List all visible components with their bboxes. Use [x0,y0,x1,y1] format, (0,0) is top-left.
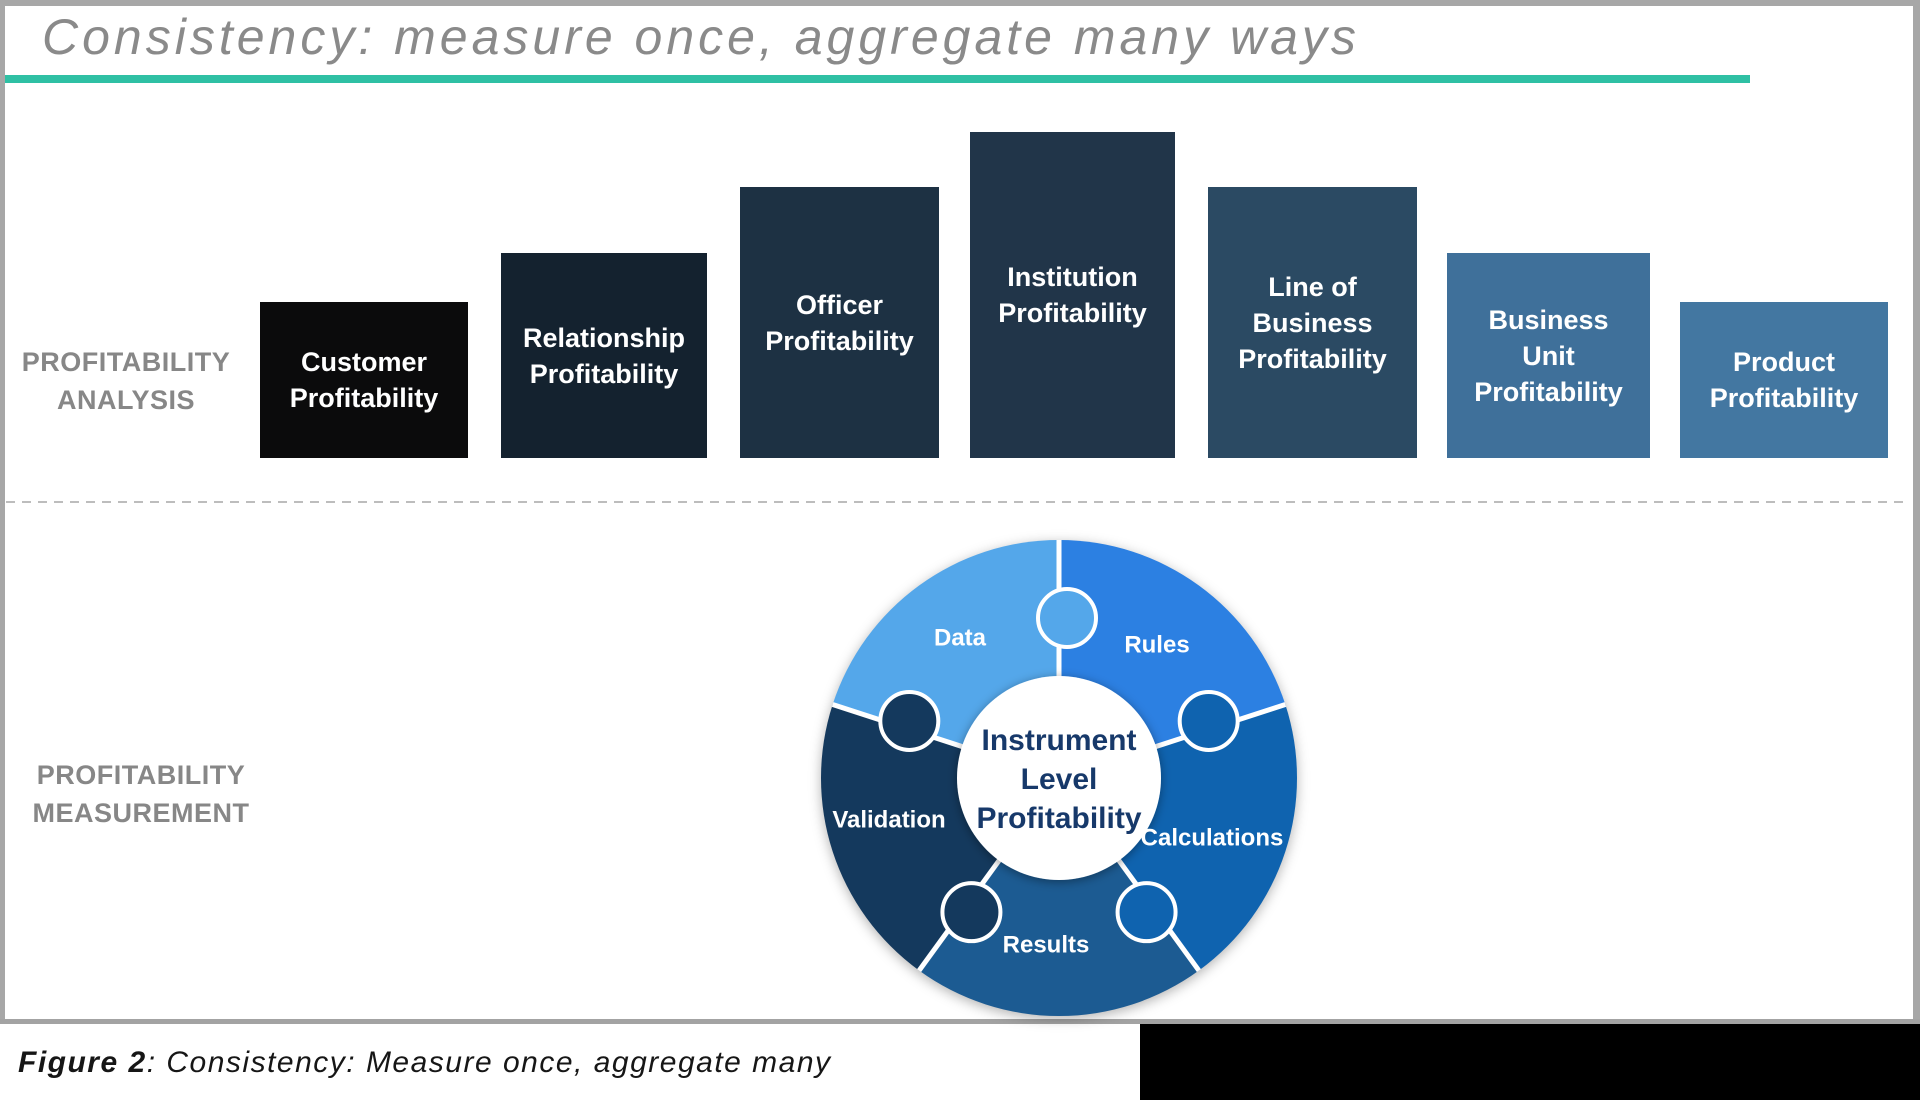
bar-label-line: Profitability [1474,376,1623,407]
section-divider-dashed [6,501,1910,503]
bar-label-line: Profitability [289,383,439,413]
title-underline-rule [5,75,1750,83]
puzzle-knob-validation [940,881,1003,944]
wheel-center-label-line2: Level [1021,763,1098,796]
analysis-label-line2: ANALYSIS [56,385,196,415]
analysis-label-line1: PROFITABILITY [21,347,231,377]
puzzle-knob-data [1036,587,1098,649]
wheel-center-label-line1: Instrument [981,724,1136,757]
wheel-segment-label-data: Data [934,625,987,652]
bar-label-line: Institution [1007,262,1138,292]
bar-label-line: Customer [300,347,428,377]
profitability-measurement-label: PROFITABILITY MEASUREMENT [15,756,267,832]
bar-label-line: Profitability [529,358,679,389]
wheel-center-circle [957,676,1161,880]
wheel-segment-label-validation: Validation [832,807,945,834]
measurement-label-line1: PROFITABILITY [36,760,246,790]
wheel-segment-label-rules: Rules [1124,632,1189,659]
measurement-label-line2: MEASUREMENT [32,798,250,828]
bar-label-line: Product [1732,347,1835,377]
profitability-analysis-label: PROFITABILITY ANALYSIS [0,343,252,419]
bar-label-line: Business [1252,307,1373,338]
wheel-segment-label-calculations: Calculations [1141,825,1284,852]
figure-caption: Figure 2: Consistency: Measure once, agg… [18,1046,832,1080]
wheel-segment-results [919,778,1199,1016]
frame-border-bottom [0,1019,1920,1024]
bar-label-line: Relationship [522,322,685,353]
bar-label-line: Profitability [765,325,914,356]
bar-label-line: Officer [795,289,884,320]
redaction-block [1140,1024,1920,1100]
figure-title: Consistency: measure once, aggregate man… [42,9,1360,65]
frame-border-top [0,0,1920,6]
puzzle-knob-calculations [1115,881,1178,944]
frame-border-right [1913,0,1920,1024]
bar-label-line: Profitability [998,298,1147,328]
puzzle-knob-validation [878,689,941,752]
bar-label-line: Profitability [1238,343,1387,374]
wheel-segment-label-results: Results [1003,932,1090,959]
puzzle-knob-calculations [1177,689,1240,752]
caption-text: : Consistency: Measure once, aggregate m… [146,1046,832,1079]
bar-label-line: Unit [1522,340,1575,371]
caption-figure-number: Figure 2 [18,1046,147,1079]
frame-border-left [0,0,5,1024]
bar-label-line: Business [1488,304,1609,335]
wheel-center-label-line3: Profitability [976,802,1141,835]
bar-label-line: Line of [1268,271,1357,302]
bar-label-line: Profitability [1709,383,1859,413]
